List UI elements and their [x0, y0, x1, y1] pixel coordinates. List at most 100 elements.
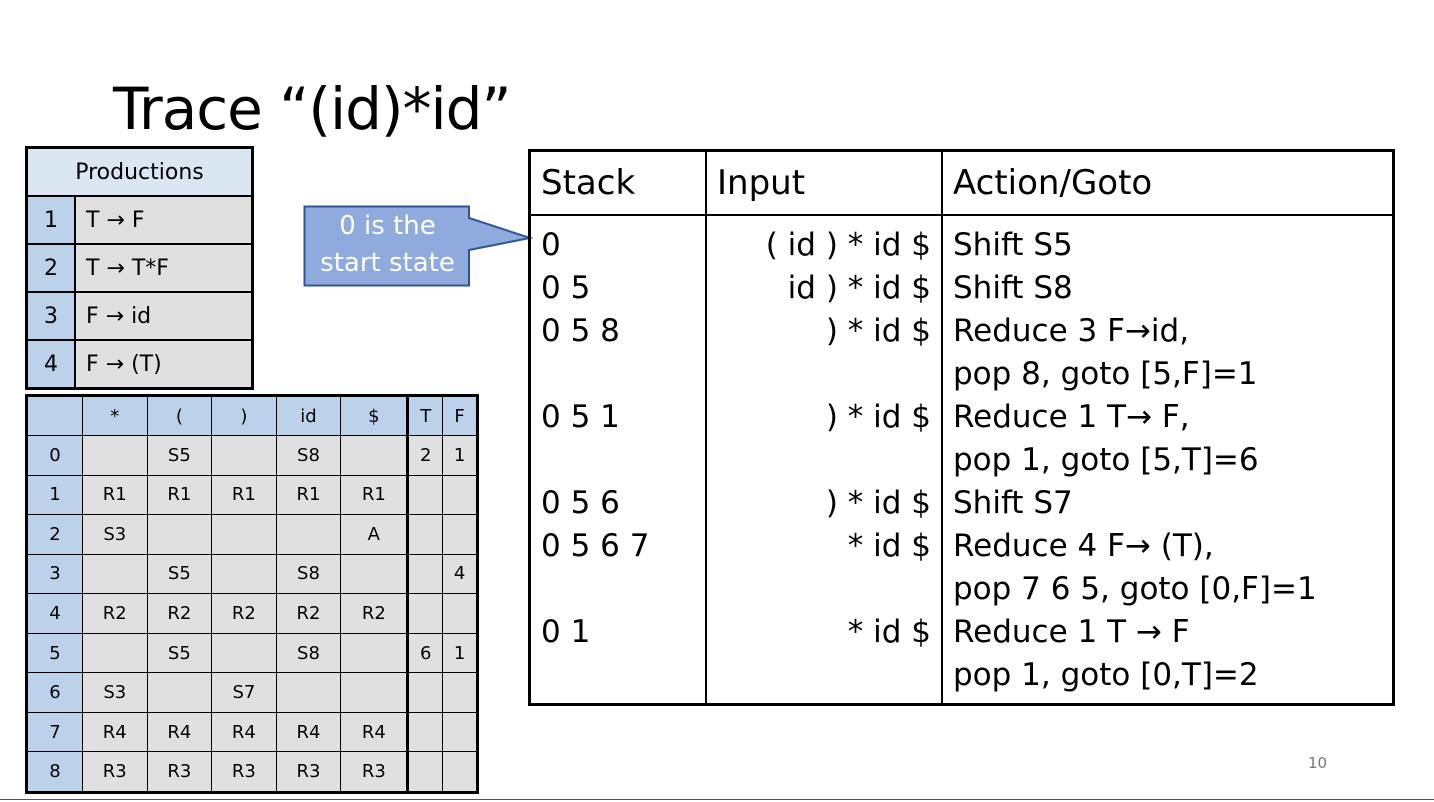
trace-stack-line	[531, 568, 705, 611]
parse-table-state: 8	[26, 751, 83, 793]
parse-table-cell: S3	[82, 672, 148, 713]
callout-line: 0 is the	[339, 211, 436, 241]
parse-table-cell	[275, 672, 342, 713]
production-rule: F → id	[74, 291, 253, 341]
parse-table-cell	[340, 435, 409, 476]
parse-table-state: 3	[26, 553, 83, 595]
parse-table-cell: R2	[82, 593, 148, 634]
parse-table-cell: R1	[275, 474, 342, 516]
production-row: 3 F → id	[26, 291, 253, 341]
trace-stack-line: 0 5	[541, 270, 591, 306]
trace-action-line: pop 8, goto [5,F]=1	[953, 356, 1258, 392]
callout-shape	[303, 205, 533, 287]
trace-stack-line: 0 5 1	[541, 399, 620, 435]
trace-input-line: * id $	[847, 614, 931, 650]
trace-input-line	[707, 654, 941, 697]
production-number: 1	[26, 195, 76, 245]
trace-input-line: ) * id $	[825, 485, 931, 521]
production-rule: F → (T)	[74, 339, 253, 389]
trace-input-line: id ) * id $	[787, 270, 931, 306]
production-row: 2 T → T*F	[26, 243, 253, 293]
trace-action-line: Reduce 3 F→id,	[953, 313, 1190, 349]
action-header: Action/Goto	[941, 149, 1395, 216]
trace-action-line: pop 1, goto [5,T]=6	[953, 442, 1259, 478]
parse-table-cell: R1	[146, 474, 213, 516]
trace-stack-line	[531, 353, 705, 396]
production-number: 3	[26, 291, 76, 341]
trace-action-line: Reduce 4 F→ (T),	[953, 528, 1214, 564]
parse-table-cell: R4	[340, 711, 409, 753]
parse-table-state: 1	[26, 474, 83, 516]
parse-table-cell: R2	[275, 593, 342, 634]
parse-table-cell: R3	[82, 751, 148, 793]
parse-table-cell	[340, 632, 409, 674]
parse-table-column-header: *	[82, 395, 148, 436]
trace-input-line: ) * id $	[825, 399, 931, 435]
parse-table-cell: R2	[340, 593, 409, 634]
trace-action-line: Shift S8	[953, 270, 1073, 306]
parse-table-cell	[406, 514, 444, 555]
parse-table-column-header	[26, 395, 83, 436]
slide-title: Trace “(id)*id”	[113, 75, 512, 143]
parse-table-cell	[211, 632, 277, 674]
parse-table-cell: S8	[275, 435, 342, 476]
parse-table-cell: S5	[146, 553, 213, 595]
parse-table-cell: S5	[146, 632, 213, 674]
trace-stack-line: 0 5 8	[541, 313, 620, 349]
parse-table-cell	[442, 751, 478, 793]
production-rule: T → F	[74, 195, 253, 245]
parse-table-cell	[146, 672, 213, 713]
callout-line: start state	[320, 248, 455, 278]
parse-table-cell	[340, 672, 409, 713]
input-column: ( id ) * id $ id ) * id $ ) * id $ ) * id $…	[705, 215, 943, 705]
trace-action-line: Shift S7	[953, 485, 1073, 521]
trace-action-line: pop 1, goto [0,T]=2	[953, 657, 1259, 693]
trace-header-row: Stack Input Action/Goto	[528, 149, 1395, 216]
trace-input-line	[707, 353, 941, 396]
trace-stack-line	[531, 654, 705, 697]
parse-table-cell	[82, 553, 148, 595]
input-header: Input	[705, 149, 943, 216]
production-row: 4 F → (T)	[26, 339, 253, 389]
parse-table-cell	[442, 514, 478, 555]
parse-table-column-header: T	[406, 395, 444, 436]
parse-table-cell: R4	[146, 711, 213, 753]
parse-table-cell	[406, 553, 444, 595]
parse-table-cell: R4	[211, 711, 277, 753]
parse-table-cell: R1	[340, 474, 409, 516]
parse-table-cell: 6	[406, 632, 444, 674]
production-number: 4	[26, 339, 76, 389]
parse-table-cell: R2	[146, 593, 213, 634]
parse-table-cell: S7	[211, 672, 277, 713]
trace-action-line: Reduce 1 T→ F,	[953, 399, 1190, 435]
parse-table-column-header: )	[211, 395, 277, 436]
parse-table-cell: S3	[82, 514, 148, 555]
footer-divider	[0, 799, 1434, 800]
trace-stack-line	[531, 439, 705, 482]
parse-table-cell	[442, 711, 478, 753]
parse-table-cell: 1	[442, 435, 478, 476]
trace-input-line: ( id ) * id $	[765, 227, 931, 263]
parse-table-cell: R1	[211, 474, 277, 516]
production-number: 2	[26, 243, 76, 293]
parse-table-cell	[406, 751, 444, 793]
page-number: 10	[1308, 754, 1328, 772]
trace-action-line: Reduce 1 T → F	[953, 614, 1190, 650]
trace-stack-line: 0 5 6	[541, 485, 620, 521]
productions-header: Productions	[26, 147, 253, 197]
parse-table-cell	[442, 474, 478, 516]
parse-table-cell	[442, 593, 478, 634]
stack-header: Stack	[528, 149, 707, 216]
trace-stack-line: 0	[541, 227, 561, 263]
